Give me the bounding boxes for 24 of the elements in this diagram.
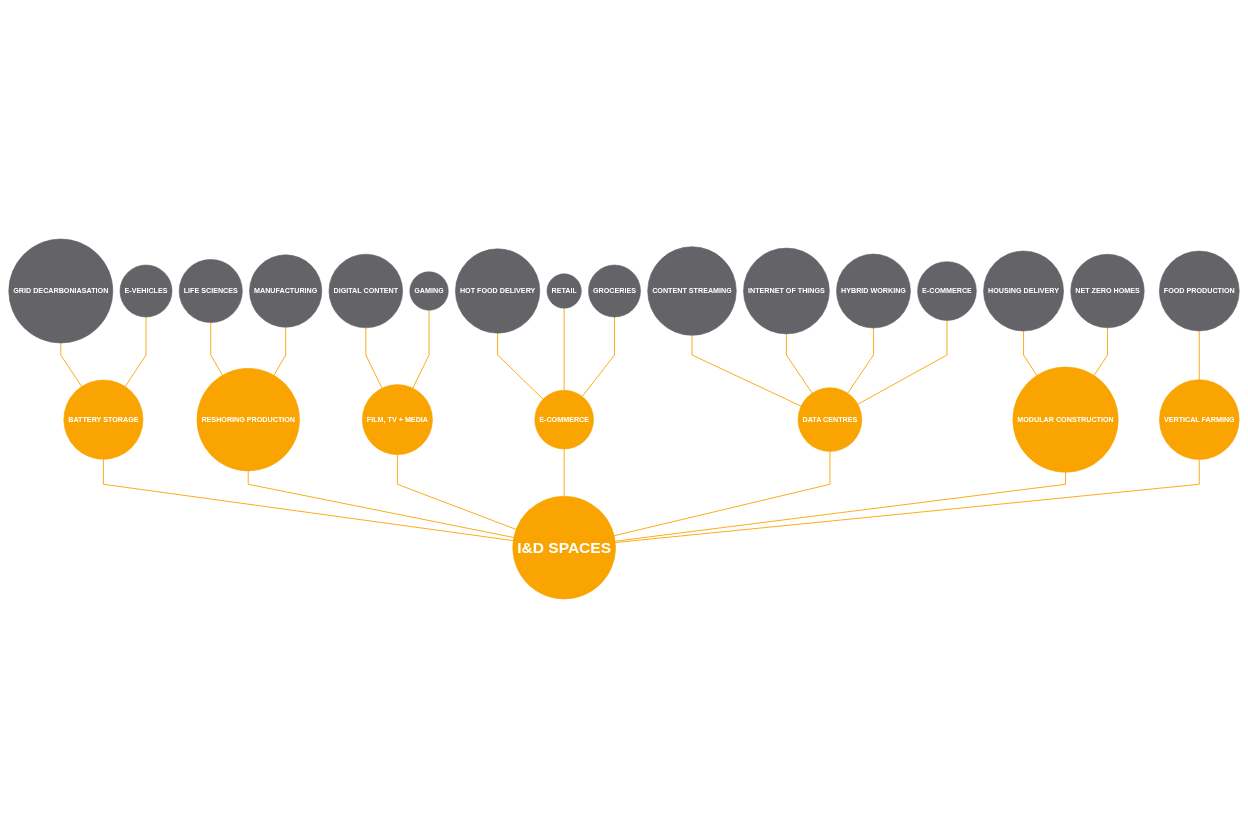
connector <box>847 327 874 394</box>
connector <box>614 471 1066 542</box>
connector <box>247 470 515 538</box>
connector <box>210 322 223 376</box>
connector <box>563 307 565 391</box>
connector <box>563 448 565 497</box>
connector <box>124 316 147 387</box>
connector <box>412 309 430 389</box>
connector <box>785 333 813 394</box>
connector <box>613 451 831 537</box>
connector <box>691 334 802 407</box>
connector <box>1093 327 1108 376</box>
connector <box>1023 330 1038 376</box>
connector <box>497 332 544 400</box>
connector <box>273 326 287 376</box>
connector <box>581 316 615 397</box>
connector <box>1198 330 1200 381</box>
connector <box>60 342 83 387</box>
connector <box>396 454 517 530</box>
node-circle: I&D SPACES <box>512 495 616 600</box>
connector <box>614 459 1200 543</box>
connector <box>102 458 514 542</box>
connector <box>857 319 948 405</box>
connector <box>365 327 383 389</box>
